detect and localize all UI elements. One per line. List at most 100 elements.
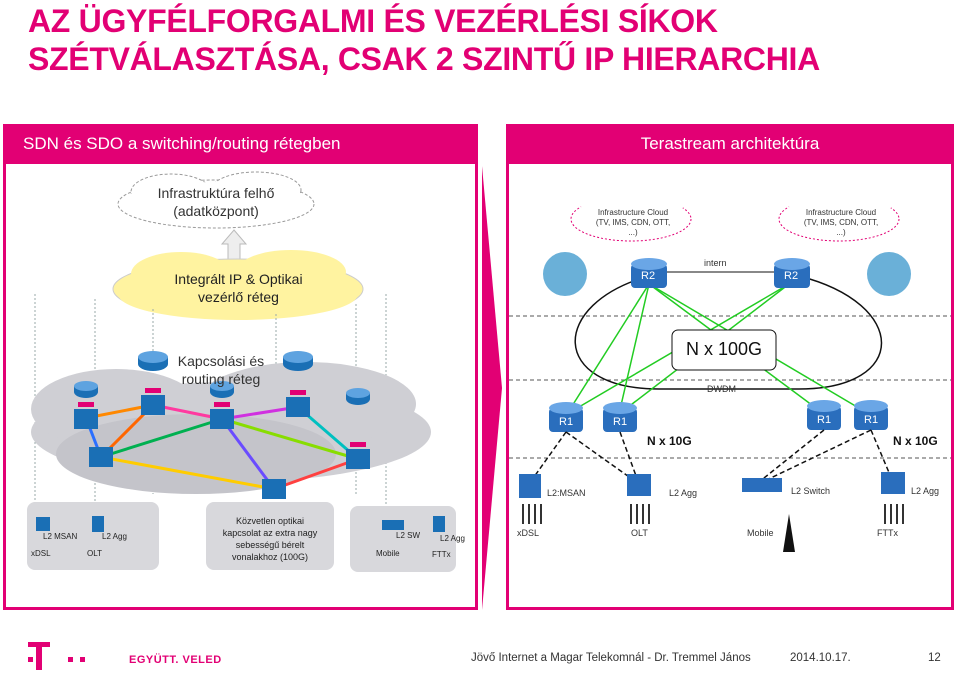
fttx-right-label: FTTx	[877, 528, 898, 538]
infrastructure-cloud-shape	[778, 190, 900, 242]
r1-a-label: R1	[559, 416, 574, 428]
router-r1-icon	[603, 402, 637, 432]
l2-agg-2-label: L2 Agg	[440, 534, 465, 543]
globe-icon	[867, 252, 911, 296]
sdn-panel-body: Infrastruktúra felhő (adatközpont) Integ…	[6, 164, 475, 607]
switching-layer-label: Kapcsolási és routing réteg	[156, 352, 286, 388]
page-number: 12	[928, 652, 941, 664]
dwdm-label: DWDM	[707, 384, 736, 394]
presentation-title: Jövő Internet a Magar Telekomnál - Dr. T…	[471, 652, 751, 664]
l2-msan-right-label: L2:MSAN	[547, 488, 586, 498]
switch-icon	[346, 442, 370, 469]
switch-icon	[141, 388, 165, 415]
sdn-diagram	[27, 171, 456, 572]
router-icon	[74, 381, 98, 398]
dwdm-lines	[509, 315, 951, 459]
switching-layer-label-line-2: routing réteg	[181, 371, 261, 387]
router-r2-icon	[631, 258, 667, 288]
slide-footer: EGYÜTT. VELED Jövő Internet a Magar Tele…	[0, 632, 960, 673]
nx100g-box	[671, 329, 777, 371]
nx100g-label: N x 100G	[685, 339, 763, 359]
infra-cloud-2-line-2: (TV, IMS, CDN, OTT, ...)	[803, 218, 879, 237]
direct-optical-line-3: sebességű bérelt	[235, 540, 305, 550]
r1-d-label: R1	[864, 414, 879, 426]
agg-device-icon	[627, 474, 651, 496]
mobile-label: Mobile	[376, 549, 400, 558]
infrastructure-cloud-shape	[570, 190, 692, 242]
infra-cloud-1-line-1: Infrastructure Cloud	[597, 208, 669, 217]
access-box-dsl	[27, 502, 159, 570]
router-icon	[138, 351, 168, 371]
infrastructure-cloud-shape	[117, 171, 315, 229]
telekom-logo-icon	[28, 642, 85, 670]
terastream-panel-header: Terastream architektúra	[640, 134, 820, 153]
router-r1-icon	[549, 402, 583, 432]
router-icon	[210, 381, 234, 398]
intern-label: intern	[704, 258, 727, 268]
router-r1-icon	[854, 400, 888, 430]
switch-icon	[89, 447, 113, 467]
control-cloud-label: Integrált IP & Optikai vezérlő réteg	[146, 270, 331, 306]
access-box-mobile	[350, 506, 456, 572]
access-links	[528, 429, 894, 487]
control-cloud-label-line-1: Integrált IP & Optikai	[174, 271, 303, 287]
l2-agg-left-label: L2 Agg	[669, 488, 698, 498]
infra-cloud-2-line-1: Infrastructure Cloud	[805, 208, 877, 217]
infra-cloud-2-label: Infrastructure Cloud (TV, IMS, CDN, OTT,…	[801, 208, 881, 238]
r1-b-label: R1	[613, 416, 628, 428]
infra-cloud-1-line-2: (TV, IMS, CDN, OTT, ...)	[595, 218, 671, 237]
switch-icon	[262, 479, 286, 499]
infra-cloud-1-label: Infrastructure Cloud (TV, IMS, CDN, OTT,…	[593, 208, 673, 238]
direct-optical-label: Közvetlen optikai kapcsolat az extra nag…	[206, 515, 334, 563]
slogan: EGYÜTT. VELED	[129, 654, 222, 666]
control-plane-cloud-shape	[112, 250, 364, 320]
l2-switch-label: L2 Switch	[791, 486, 831, 496]
switch-icon	[286, 390, 310, 417]
control-cloud-label-line-2: vezérlő réteg	[198, 289, 279, 305]
slide-title-line-1: AZ ÜGYFÉLFORGALMI ÉS VEZÉRLÉSI SÍKOK	[28, 3, 718, 39]
sdn-panel: SDN és SDO a switching/routing rétegben	[3, 124, 478, 610]
router-r2-icon	[774, 258, 810, 288]
olt-label: OLT	[87, 549, 102, 558]
terastream-panel-body: Infrastructure Cloud (TV, IMS, CDN, OTT,…	[509, 164, 951, 607]
access-box-direct	[206, 502, 334, 570]
router-r1-icon	[807, 400, 841, 430]
l2-agg-right-label: L2 Agg	[911, 486, 940, 496]
presentation-date: 2014.10.17.	[790, 652, 851, 664]
mobile-tower-icon	[783, 514, 795, 552]
olt-right-label: OLT	[631, 528, 648, 538]
agg-device-icon	[881, 472, 905, 494]
r1-c-label: R1	[817, 414, 832, 426]
infra-cloud-label-line-1: Infrastruktúra felhő	[157, 185, 275, 201]
infra-cloud-label: Infrastruktúra felhő (adatközpont)	[116, 184, 316, 220]
direct-optical-line-2: kapcsolat az extra nagy	[222, 528, 318, 538]
nx10g-right-label: N x 10G	[893, 434, 938, 448]
subscriber-ticks	[522, 504, 904, 524]
l2-switch-icon	[382, 520, 404, 530]
direct-optical-line-1: Közvetlen optikai	[235, 516, 305, 526]
router-icon	[346, 388, 370, 405]
terastream-panel: Terastream architektúra	[506, 124, 954, 610]
r2-right-label: R2	[784, 270, 799, 282]
globe-icon	[543, 252, 587, 296]
transition-arrow-icon	[482, 166, 502, 610]
slide-title: AZ ÜGYFÉLFORGALMI ÉS VEZÉRLÉSI SÍKOK SZÉ…	[28, 2, 820, 78]
olt-icon	[92, 516, 104, 532]
mobile-right-label: Mobile	[747, 528, 774, 538]
direct-optical-line-4: vonalakhoz (100G)	[231, 552, 309, 562]
router-icon	[283, 351, 313, 371]
msan-device-icon	[519, 474, 541, 498]
fttx-label: FTTx	[432, 550, 451, 559]
l2-switch-device-icon	[742, 478, 782, 492]
xdsl-label: xDSL	[31, 549, 51, 558]
r2-left-label: R2	[641, 270, 656, 282]
switching-layer-label-line-1: Kapcsolási és	[177, 353, 265, 369]
switch-icon	[210, 402, 234, 429]
nx10g-left-label: N x 10G	[647, 434, 692, 448]
xdsl-right-label: xDSL	[517, 528, 540, 538]
slide-title-line-2: SZÉTVÁLASZTÁSA, CSAK 2 SZINTŰ IP HIERARC…	[28, 41, 820, 77]
switch-icon	[74, 402, 98, 429]
fttx-icon	[433, 516, 445, 532]
l2-sw-label: L2 SW	[396, 531, 421, 540]
terastream-diagram	[509, 190, 951, 552]
